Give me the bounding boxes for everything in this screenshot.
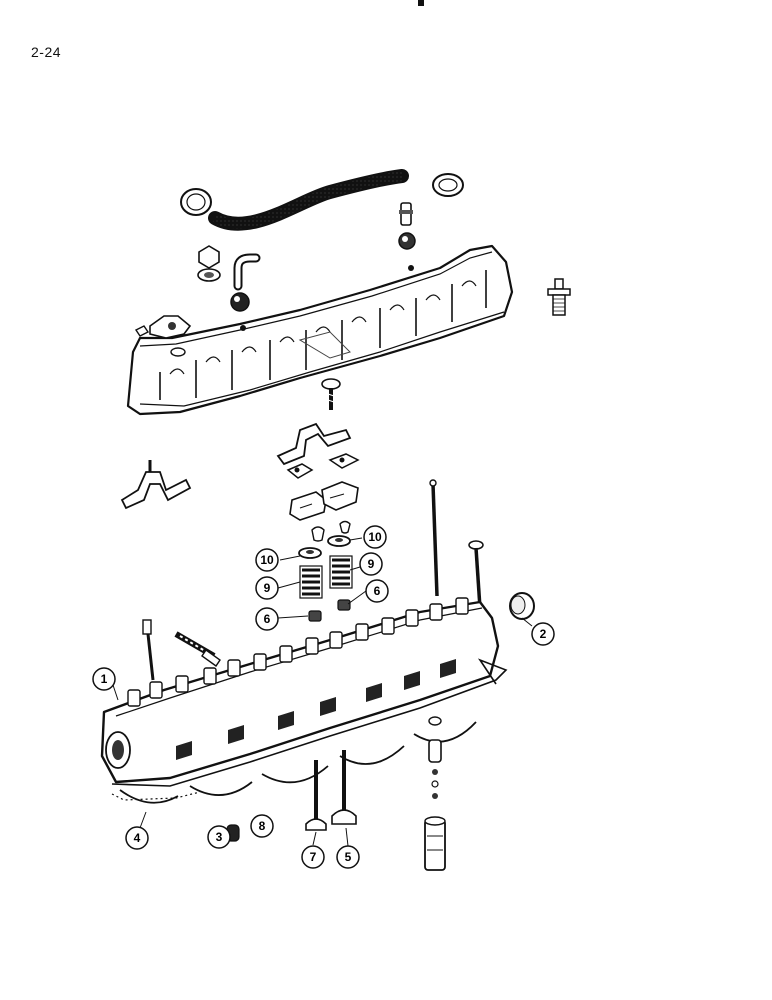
valve-spring-left-icon xyxy=(299,565,323,599)
callout-10-lower-label: 10 xyxy=(260,553,274,567)
valve-spring-right-icon xyxy=(329,555,353,589)
breather-fitting-icon xyxy=(399,202,413,226)
head-gasket-icon xyxy=(111,658,508,804)
exhaust-valve-icon xyxy=(305,760,327,831)
callout-2: 2 xyxy=(531,622,555,646)
callout-7-label: 7 xyxy=(310,850,317,864)
head-bolt-long-icon xyxy=(468,540,484,609)
oil-filler-plug-icon xyxy=(230,292,250,312)
hose-clamp-left-icon xyxy=(180,188,212,216)
callout-10-upper-label: 10 xyxy=(368,530,382,544)
callout-3: 3 xyxy=(207,825,231,849)
rocker-arm-lower-icon xyxy=(289,481,359,521)
callout-6-lower-label: 6 xyxy=(264,612,271,626)
callout-1-label: 1 xyxy=(101,672,108,686)
breather-hose-icon xyxy=(208,169,409,231)
rocker-cover-icon xyxy=(126,244,514,416)
callout-8-label: 8 xyxy=(259,819,266,833)
intake-valve-icon xyxy=(331,750,357,825)
callout-5: 5 xyxy=(336,845,360,869)
callout-9-upper-label: 9 xyxy=(368,557,375,571)
valve-keepers-icon xyxy=(311,520,351,542)
callout-2-label: 2 xyxy=(540,627,547,641)
spring-retainer-icon xyxy=(298,535,351,559)
rocker-bracket-right-icon xyxy=(276,422,352,466)
callout-6-upper: 6 xyxy=(365,579,389,603)
callout-3-label: 3 xyxy=(216,830,223,844)
callout-9-lower: 9 xyxy=(255,576,279,600)
callout-9-upper: 9 xyxy=(359,552,383,576)
callout-4: 4 xyxy=(125,826,149,850)
cover-seal-icon xyxy=(134,315,192,339)
head-stud-icon xyxy=(142,619,155,681)
rocker-bracket-left-icon xyxy=(120,460,192,510)
push-rod-icon xyxy=(429,479,439,597)
expansion-plug-icon xyxy=(509,592,535,620)
callout-7: 7 xyxy=(301,845,325,869)
callout-5-label: 5 xyxy=(345,850,352,864)
callout-6-lower: 6 xyxy=(255,607,279,631)
callout-9-lower-label: 9 xyxy=(264,581,271,595)
callout-10-upper: 10 xyxy=(363,525,387,549)
callout-10-lower: 10 xyxy=(255,548,279,572)
hose-clamp-right-icon xyxy=(432,173,464,197)
callout-6-upper-label: 6 xyxy=(374,584,381,598)
elbow-tube-icon xyxy=(233,253,261,291)
callout-1: 1 xyxy=(92,667,116,691)
cover-bolt-icon xyxy=(321,378,341,410)
callout-8: 8 xyxy=(250,814,274,838)
injector-sleeve-icon xyxy=(174,631,221,667)
rocker-arm-upper-icon xyxy=(286,453,360,479)
valve-stem-seal-icon xyxy=(308,599,351,622)
cylinder-head-icon xyxy=(100,597,500,784)
callout-4-label: 4 xyxy=(134,831,141,845)
page-number: 2-24 xyxy=(31,44,62,60)
grommet-icon xyxy=(398,232,416,250)
cap-nut-icon xyxy=(197,245,221,282)
injector-assembly-icon xyxy=(424,716,446,871)
stud-icon xyxy=(547,278,571,316)
top-edge-mark xyxy=(418,0,424,6)
